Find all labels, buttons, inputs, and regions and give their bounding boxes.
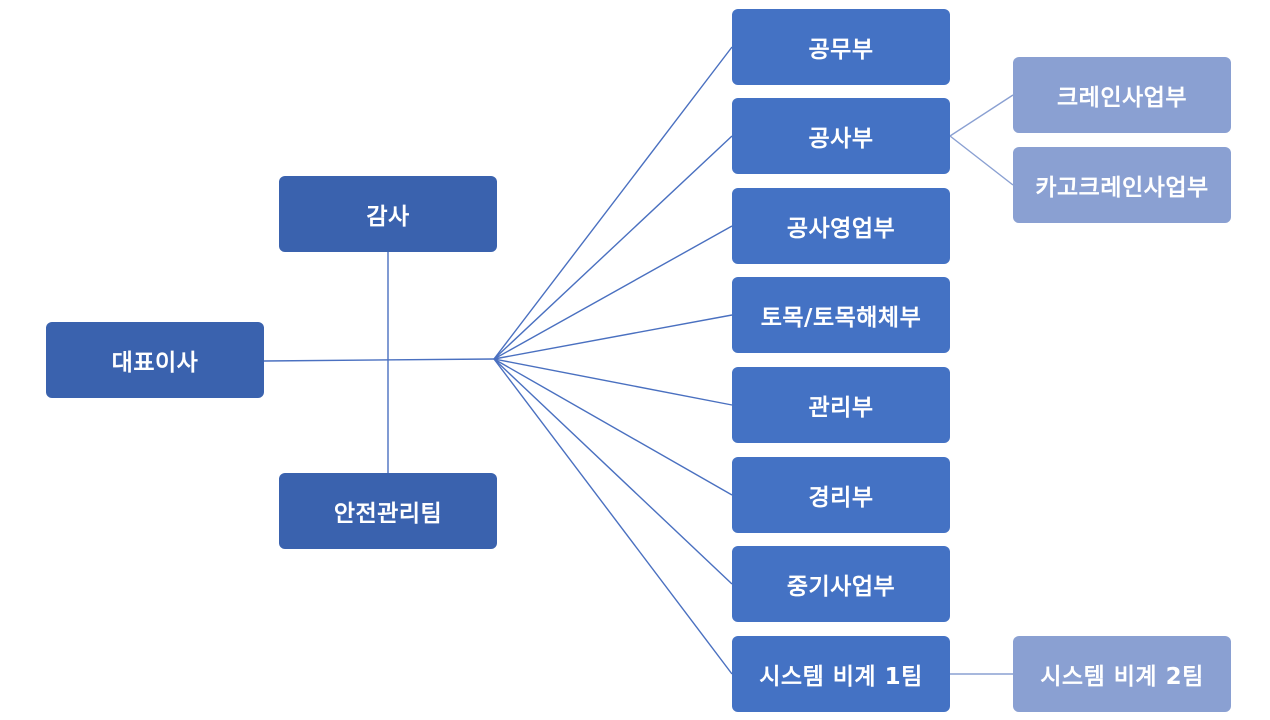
connector-hub-dept-3 (493, 225, 733, 360)
connector-construction-crane (949, 94, 1014, 137)
dept-box-1: 공무부 (732, 9, 950, 85)
connector-hub-dept-6 (493, 358, 733, 496)
connector-construction-cargo-crane (949, 135, 1014, 186)
audit-box: 감사 (279, 176, 497, 252)
ceo-box: 대표이사 (46, 322, 264, 398)
safety-team-box: 안전관리팀 (279, 473, 497, 549)
connector-hub-dept-8 (493, 358, 733, 675)
connector-hub-dept-7 (493, 358, 733, 585)
connector-hub-dept-1 (493, 46, 733, 360)
dept-box-4: 토목/토목해체부 (732, 277, 950, 353)
dept-box-5: 관리부 (732, 367, 950, 443)
connector-hub-dept-4 (493, 314, 733, 360)
dept-box-8: 시스템 비계 1팀 (732, 636, 950, 712)
dept-box-6: 경리부 (732, 457, 950, 533)
dept-box-2: 공사부 (732, 98, 950, 174)
connector-hub-dept-2 (493, 135, 733, 360)
sub-unit-cargo-crane-box: 카고크레인사업부 (1013, 147, 1231, 223)
dept-box-7: 중기사업부 (732, 546, 950, 622)
connector-ceo-hub (263, 358, 495, 362)
dept-box-3: 공사영업부 (732, 188, 950, 264)
sub-unit-scaffold-2-box: 시스템 비계 2팀 (1013, 636, 1231, 712)
sub-unit-crane-box: 크레인사업부 (1013, 57, 1231, 133)
connector-hub-dept-5 (493, 358, 733, 406)
